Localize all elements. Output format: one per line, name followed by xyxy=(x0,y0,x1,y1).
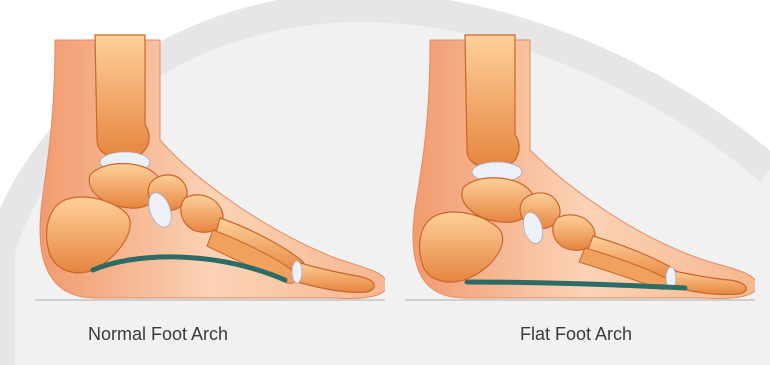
tibia-bone xyxy=(465,35,519,168)
normal-foot-illustration xyxy=(35,30,385,305)
tibia-bone xyxy=(95,35,149,158)
normal-foot-caption: Normal Foot Arch xyxy=(88,324,228,345)
toe-joint xyxy=(292,261,302,283)
flat-foot-caption: Flat Foot Arch xyxy=(520,324,632,345)
flat-foot-illustration xyxy=(405,30,755,305)
